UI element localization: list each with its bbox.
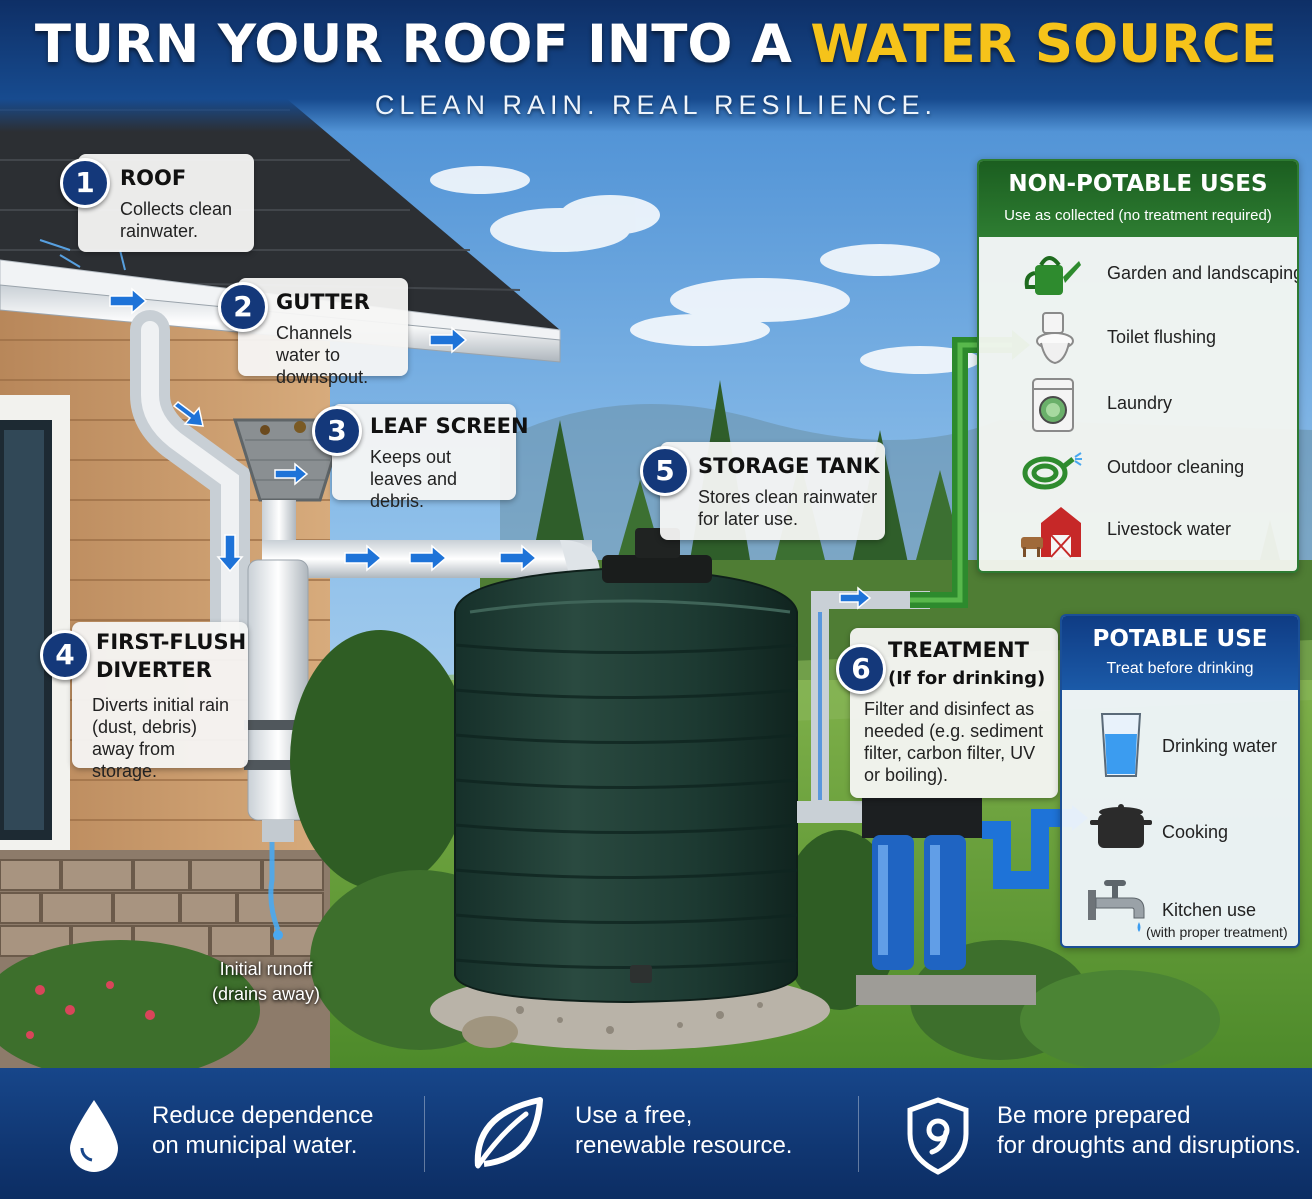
- non-potable-header: NON-POTABLE USES Use as collected (no tr…: [979, 161, 1297, 237]
- water-drop-icon: [70, 1100, 118, 1172]
- step-description: Filter and disinfect as needed (e.g. sed…: [864, 699, 1044, 785]
- shield-icon: [907, 1097, 969, 1175]
- footer-benefit-2: Use a free, renewable resource.: [575, 1101, 792, 1161]
- step-4-callout: FIRST-FLUSH DIVERTER Diverts initial rai…: [72, 622, 248, 781]
- use-label: Laundry: [1107, 393, 1173, 413]
- footer-benefit-3-line1: Be more prepared: [997, 1102, 1191, 1129]
- footer-benefit-1-line2: on municipal water.: [152, 1132, 358, 1159]
- page-title: TURN YOUR ROOF INTO A WATER SOURCE: [0, 14, 1312, 75]
- step-2-callout: GUTTER Channels water to downspout.: [238, 278, 408, 387]
- non-potable-subtitle: Use as collected (no treatment required): [1004, 207, 1272, 224]
- potable-label-kitchen: Kitchen use: [1162, 900, 1257, 920]
- step-4-badge: 4: [40, 630, 90, 680]
- step-2-badge: 2: [218, 282, 268, 332]
- washing-machine-icon: [1032, 378, 1074, 432]
- step-title-line2: (If for drinking): [888, 668, 1046, 689]
- step-5-callout: STORAGE TANK Stores clean rainwater for …: [660, 442, 885, 540]
- non-potable-panel: NON-POTABLE USES Use as collected (no tr…: [977, 159, 1299, 573]
- title-highlight: WATER SOURCE: [810, 14, 1278, 75]
- non-potable-title: NON-POTABLE USES: [1008, 171, 1268, 197]
- barn-icon: [1021, 507, 1081, 558]
- step-3-callout: LEAF SCREEN Keeps out leaves and debris.: [332, 404, 529, 511]
- leaf-icon: [474, 1097, 543, 1169]
- runoff-label-line2: (drains away): [211, 984, 321, 1004]
- page-subtitle: CLEAN RAIN. REAL RESILIENCE.: [374, 90, 938, 120]
- step-description: Collects clean rainwater.: [120, 199, 233, 241]
- footer-benefit-1-line1: Reduce dependence: [152, 1102, 374, 1129]
- footer-banner: [0, 1068, 1312, 1199]
- title-main: TURN YOUR ROOF INTO A: [34, 14, 792, 75]
- use-item-outdoor-cleaning: Outdoor cleaning: [979, 441, 1297, 497]
- step-title-line1: TREATMENT: [888, 638, 1029, 662]
- garden-hose-icon: [1022, 452, 1082, 490]
- potable-note-kitchen: (with proper treatment): [1146, 924, 1288, 940]
- potable-subtitle: Treat before drinking: [1106, 660, 1254, 677]
- step-title-line1: FIRST-FLUSH: [96, 630, 247, 654]
- step-title: GUTTER: [276, 290, 370, 314]
- potable-title: POTABLE USE: [1092, 626, 1268, 652]
- step-title: LEAF SCREEN: [370, 414, 529, 438]
- footer-benefit-2-line1: Use a free,: [575, 1102, 693, 1129]
- header-banner: [0, 0, 1312, 132]
- footer-benefit-2-line2: renewable resource.: [575, 1132, 793, 1159]
- potable-header: POTABLE USE Treat before drinking: [1062, 616, 1298, 690]
- use-item-toilet: Toilet flushing: [979, 311, 1297, 367]
- footer-benefit-3-line2: for droughts and disruptions.: [997, 1132, 1302, 1159]
- faucet-icon: [1088, 880, 1145, 932]
- cooking-pot-icon: [1090, 804, 1152, 848]
- step-1-callout: ROOF Collects clean rainwater.: [78, 154, 254, 252]
- step-description: Stores clean rainwater for later use.: [698, 487, 878, 529]
- use-label: Outdoor cleaning: [1107, 457, 1245, 477]
- use-label: Livestock water: [1107, 519, 1232, 539]
- toilet-icon: [1036, 312, 1074, 365]
- runoff-label: Initial runoff (drains away): [196, 957, 336, 1007]
- step-title: ROOF: [120, 166, 187, 190]
- footer-divider: [858, 1096, 859, 1172]
- step-title: STORAGE TANK: [698, 454, 880, 478]
- use-item-garden: Garden and landscaping: [979, 247, 1297, 303]
- runoff-label-line1: Initial runoff: [219, 959, 313, 979]
- potable-panel: POTABLE USE Treat before drinking Drinki…: [1060, 614, 1300, 948]
- step-6-callout: TREATMENT (If for drinking) Filter and d…: [850, 628, 1058, 798]
- step-description: Diverts initial rain (dust, debris) away…: [92, 695, 230, 781]
- footer-divider: [424, 1096, 425, 1172]
- use-label: Toilet flushing: [1107, 327, 1217, 347]
- step-description: Channels water to downspout.: [276, 323, 369, 387]
- step-3-badge: 3: [312, 406, 362, 456]
- use-item-laundry: Laundry: [979, 377, 1297, 433]
- water-glass-icon: [1100, 713, 1142, 777]
- step-description: Keeps out leaves and debris.: [370, 447, 458, 511]
- use-item-livestock: Livestock water: [979, 503, 1297, 559]
- step-5-badge: 5: [640, 446, 690, 496]
- potable-label-cooking: Cooking: [1162, 822, 1229, 842]
- step-1-badge: 1: [60, 158, 110, 208]
- use-label: Garden and landscaping: [1107, 263, 1299, 283]
- footer-benefit-1: Reduce dependence on municipal water.: [152, 1101, 374, 1161]
- step-title-line2: DIVERTER: [96, 658, 212, 682]
- step-6-badge: 6: [836, 644, 886, 694]
- watering-can-icon: [1024, 256, 1081, 295]
- potable-label-drinking: Drinking water: [1162, 736, 1278, 756]
- footer-benefit-3: Be more prepared for droughts and disrup…: [997, 1101, 1301, 1161]
